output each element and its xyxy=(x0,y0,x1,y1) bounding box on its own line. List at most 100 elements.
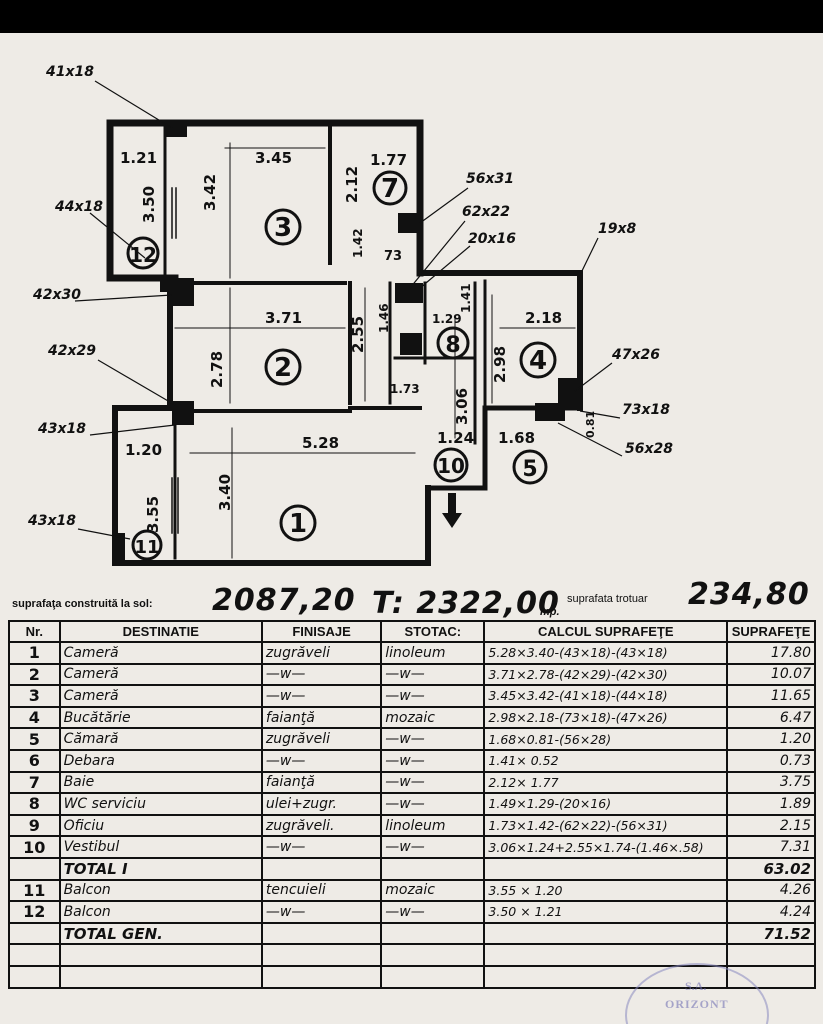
wall xyxy=(417,270,583,411)
wall-label: 42x29 xyxy=(47,343,96,359)
table-cell-nr: 9 xyxy=(8,813,61,838)
wall-label: 19x8 xyxy=(598,221,637,237)
room-number-7: 7 xyxy=(372,170,408,206)
dimension: 1.42 xyxy=(351,228,365,258)
wall-label: 56x31 xyxy=(466,171,514,187)
wall-label: 62x22 xyxy=(462,204,510,220)
svg-text:7: 7 xyxy=(381,174,399,204)
table-cell-fin: —w— xyxy=(260,684,383,708)
table-cell-nr xyxy=(8,943,61,967)
table-cell-area: 0.73 xyxy=(726,748,816,773)
table-cell-nr: 1 xyxy=(8,641,61,665)
dimension: 1.24 xyxy=(437,429,474,447)
table-cell-fin: faianţă xyxy=(260,770,383,795)
built-area-label: suprafaţa construită la sol: xyxy=(12,598,153,610)
dimension: 1.20 xyxy=(125,441,162,459)
table-cell-dest: TOTAL I xyxy=(58,856,263,881)
table-cell-nr: 4 xyxy=(8,705,61,730)
table-cell-dest: Bucătărie xyxy=(58,705,263,730)
dimension: 3.71 xyxy=(265,309,302,327)
svg-text:1: 1 xyxy=(289,509,307,539)
table-cell-dest: Cămară xyxy=(58,727,263,751)
table-cell-fin: zugrăveli xyxy=(260,641,383,665)
dimension: 3.40 xyxy=(216,474,234,511)
stamp-text: ORIZONT xyxy=(665,997,729,1011)
pillar xyxy=(535,403,565,421)
table-cell-dest: Baie xyxy=(58,770,263,795)
table-cell-stot xyxy=(380,856,486,881)
room-number-5: 5 xyxy=(512,449,548,485)
total-area-unit: mp. xyxy=(540,606,560,618)
dimension: 1.77 xyxy=(370,151,407,169)
table-cell-dest: Debara xyxy=(58,748,263,773)
table-row xyxy=(8,943,816,967)
table-cell-area xyxy=(726,943,816,967)
table-cell-calc xyxy=(483,856,729,881)
table-cell-area: 1.20 xyxy=(726,727,816,751)
wall-label: 56x28 xyxy=(625,441,673,457)
pillar xyxy=(395,283,423,303)
table-cell-stot xyxy=(380,921,486,946)
table-row: TOTAL GEN.71.52 xyxy=(8,921,816,946)
pillar xyxy=(172,401,194,425)
wall xyxy=(112,405,431,566)
table-cell-calc: 2.12× 1.77 xyxy=(483,770,729,795)
table-cell-dest: Oficiu xyxy=(58,813,263,838)
wall-label: 47x26 xyxy=(611,347,660,363)
table-cell-dest: Balcon xyxy=(58,900,263,924)
table-header-row: Nr. DESTINATIE FINISAJE STOTAC: CALCUL S… xyxy=(8,620,816,643)
dimension: 3.50 xyxy=(140,186,158,223)
col-header-finishes: FINISAJE xyxy=(260,620,383,643)
document-sheet: 3 7 12 2 8 4 10 5 1 11 41x18 44x18 42x30… xyxy=(0,33,823,1024)
dimension: 73 xyxy=(384,249,402,264)
table-cell-stot: linoleum xyxy=(380,641,486,665)
window xyxy=(171,477,179,534)
table-row xyxy=(8,964,816,989)
sidewalk-value: 234,80 xyxy=(688,577,810,612)
table-cell-area: 17.80 xyxy=(726,641,816,665)
col-header-destination: DESTINATIE xyxy=(58,620,263,643)
dimension-line xyxy=(174,142,576,559)
wall-label: 42x30 xyxy=(32,287,81,303)
table-cell-nr xyxy=(8,964,61,989)
table-cell-stot: linoleum xyxy=(380,813,486,838)
table-cell-nr: 5 xyxy=(8,727,61,751)
pillar xyxy=(398,213,420,233)
area-summary: suprafaţa construită la sol: 2087,20 T: … xyxy=(12,577,812,631)
pillar xyxy=(115,533,125,563)
table-cell-nr: 7 xyxy=(8,770,61,795)
table-cell-nr xyxy=(8,921,61,946)
table-cell-calc: 5.28×3.40-(43×18)-(43×18) xyxy=(483,641,729,665)
table-cell-fin: ulei+zugr. xyxy=(260,792,383,816)
dimension: 1.73 xyxy=(390,382,420,396)
table-cell-stot: —w— xyxy=(380,835,486,859)
col-header-floor: STOTAC: xyxy=(380,620,486,643)
total-area-value: T: 2322,00 xyxy=(372,586,560,621)
dimension: 3.06 xyxy=(453,388,471,425)
table-cell-dest xyxy=(58,943,263,967)
table-cell-nr: 8 xyxy=(8,792,61,816)
svg-text:3: 3 xyxy=(274,213,292,243)
room-number-11: 11 xyxy=(131,529,163,561)
stamp-text: S.A. xyxy=(685,979,707,993)
table-cell-stot: —w— xyxy=(380,748,486,773)
pillar xyxy=(172,278,194,306)
pillar xyxy=(558,378,580,408)
table-cell-area: 7.31 xyxy=(726,835,816,859)
table-cell-fin: —w— xyxy=(260,900,383,924)
table-cell-stot: —w— xyxy=(380,727,486,751)
col-header-calculation: CALCUL SUPRAFEŢE xyxy=(483,620,729,643)
table-cell-nr: 11 xyxy=(8,878,61,903)
table-cell-calc: 3.45×3.42-(41×18)-(44×18) xyxy=(483,684,729,708)
table-cell-fin xyxy=(260,964,383,989)
table-cell-dest: Cameră xyxy=(58,684,263,708)
table-cell-calc: 3.71×2.78-(42×29)-(42×30) xyxy=(483,662,729,687)
table-cell-fin: faianţă xyxy=(260,705,383,730)
table-cell-stot: mozaic xyxy=(380,878,486,903)
table-cell-dest: TOTAL GEN. xyxy=(58,921,263,946)
